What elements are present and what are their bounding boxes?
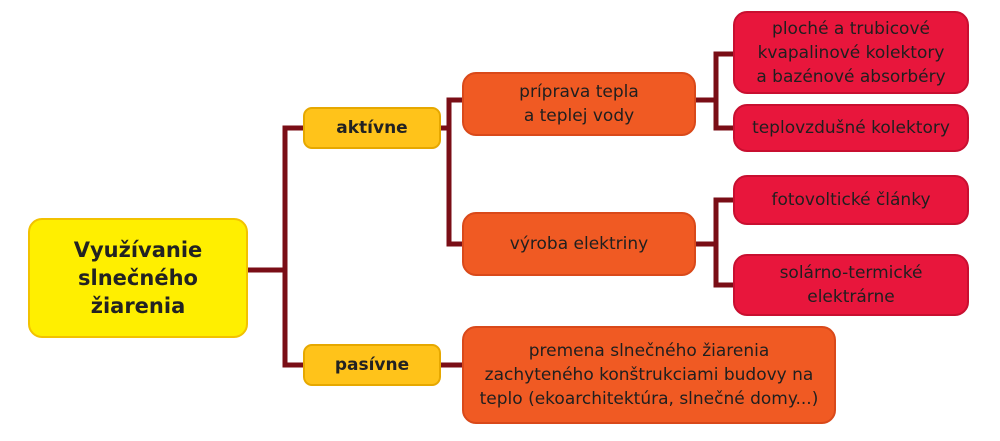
leaf-flat-collectors: ploché a trubicové kvapalinové kolektory… bbox=[733, 11, 969, 94]
category-passive: pasívne bbox=[303, 344, 441, 386]
category-active-label: aktívne bbox=[336, 118, 408, 138]
category-active: aktívne bbox=[303, 107, 441, 149]
node-heat-preparation: príprava tepla a teplej vody bbox=[462, 72, 696, 136]
node-electricity-production-label: výroba elektriny bbox=[509, 234, 649, 254]
leaf-photovoltaic-label: fotovoltické články bbox=[771, 190, 931, 210]
category-passive-label: pasívne bbox=[334, 355, 410, 375]
leaf-photovoltaic: fotovoltické články bbox=[733, 175, 969, 225]
node-passive-conversion: premena slnečného žiarenia zachyteného k… bbox=[462, 326, 836, 424]
leaf-flat-collectors-label: ploché a trubicové kvapalinové kolektory… bbox=[756, 18, 946, 87]
leaf-solar-thermal: solárno-termické elektrárne bbox=[733, 254, 969, 316]
node-heat-preparation-label: príprava tepla a teplej vody bbox=[519, 82, 639, 126]
node-passive-conversion-label: premena slnečného žiarenia zachyteného k… bbox=[479, 341, 819, 409]
root-label: Využívanie slnečného žiarenia bbox=[73, 238, 203, 318]
node-electricity-production: výroba elektriny bbox=[462, 212, 696, 276]
root-node: Využívanie slnečného žiarenia bbox=[28, 218, 248, 338]
leaf-solar-thermal-label: solárno-termické elektrárne bbox=[779, 263, 923, 307]
leaf-air-collectors: teplovzdušné kolektory bbox=[733, 104, 969, 152]
leaf-air-collectors-label: teplovzdušné kolektory bbox=[752, 118, 950, 138]
